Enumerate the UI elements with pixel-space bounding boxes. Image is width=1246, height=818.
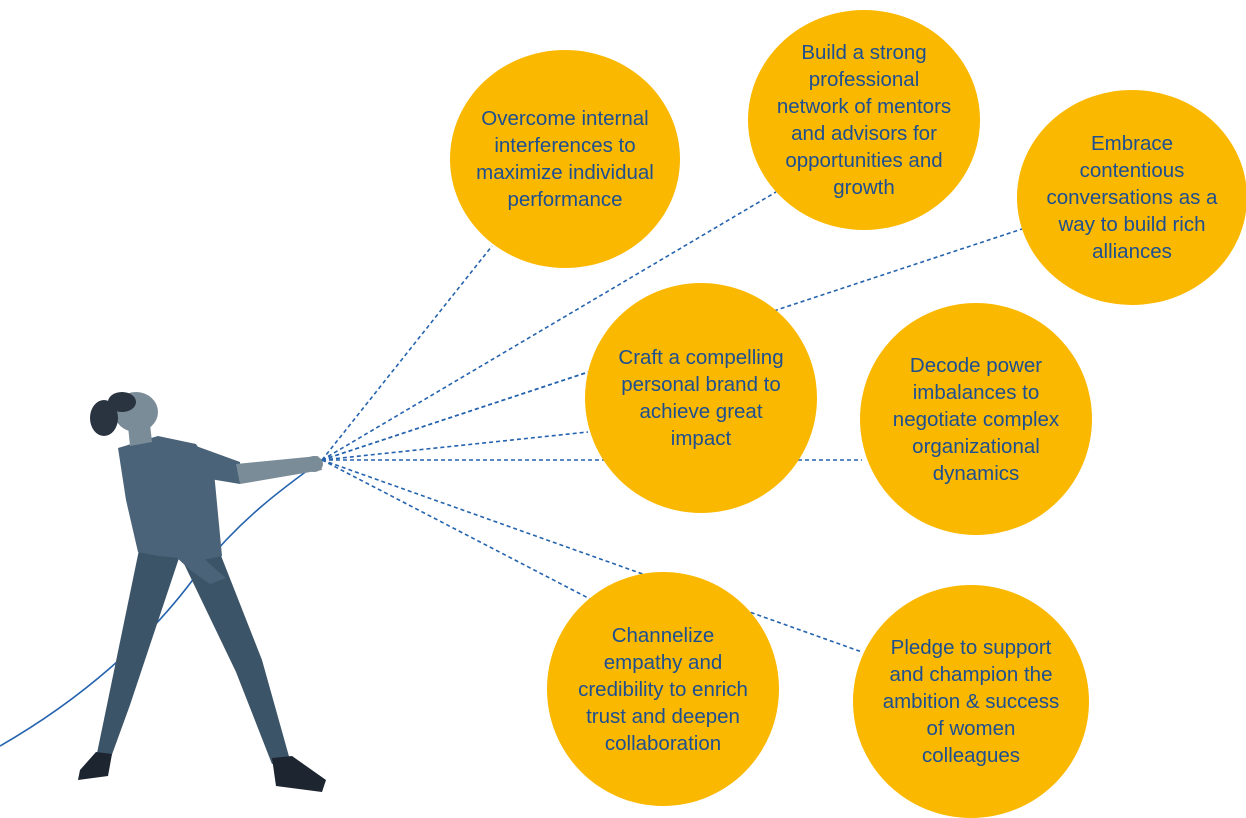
bubble-label: Overcome internal interferences to maxim… xyxy=(476,107,654,211)
connector-line xyxy=(321,245,493,461)
bubble-label: Channelize empathy and credibility to en… xyxy=(578,623,748,755)
connector-line xyxy=(321,459,863,653)
connector-line xyxy=(321,191,777,461)
bubble-label: Decode power imbalances to negotiate com… xyxy=(892,353,1060,485)
bubble-label: Craft a compelling personal brand to ach… xyxy=(618,346,784,450)
bubble-label: Embrace contentious conversations as a w… xyxy=(1046,132,1218,263)
bubble-professional-network: Build a strong professional network of m… xyxy=(748,10,980,230)
bubble-support-women: Pledge to support and champion the ambit… xyxy=(853,585,1089,818)
rope xyxy=(0,459,323,747)
person-pulling-rope-illustration xyxy=(78,392,326,792)
bubble-label: Build a strong professional network of m… xyxy=(776,41,952,199)
bubble-empathy-credibility: Channelize empathy and credibility to en… xyxy=(547,572,779,806)
bubble-personal-brand: Craft a compelling personal brand to ach… xyxy=(585,283,817,513)
connector-line xyxy=(321,459,593,601)
bubble-internal-interferences: Overcome internal interferences to maxim… xyxy=(450,50,680,268)
bubble-contentious-conversations: Embrace contentious conversations as a w… xyxy=(1017,90,1246,305)
connector-line xyxy=(321,431,589,461)
connector-line xyxy=(321,371,589,461)
bubble-power-imbalances: Decode power imbalances to negotiate com… xyxy=(860,303,1092,535)
bubble-label: Pledge to support and champion the ambit… xyxy=(882,636,1060,767)
